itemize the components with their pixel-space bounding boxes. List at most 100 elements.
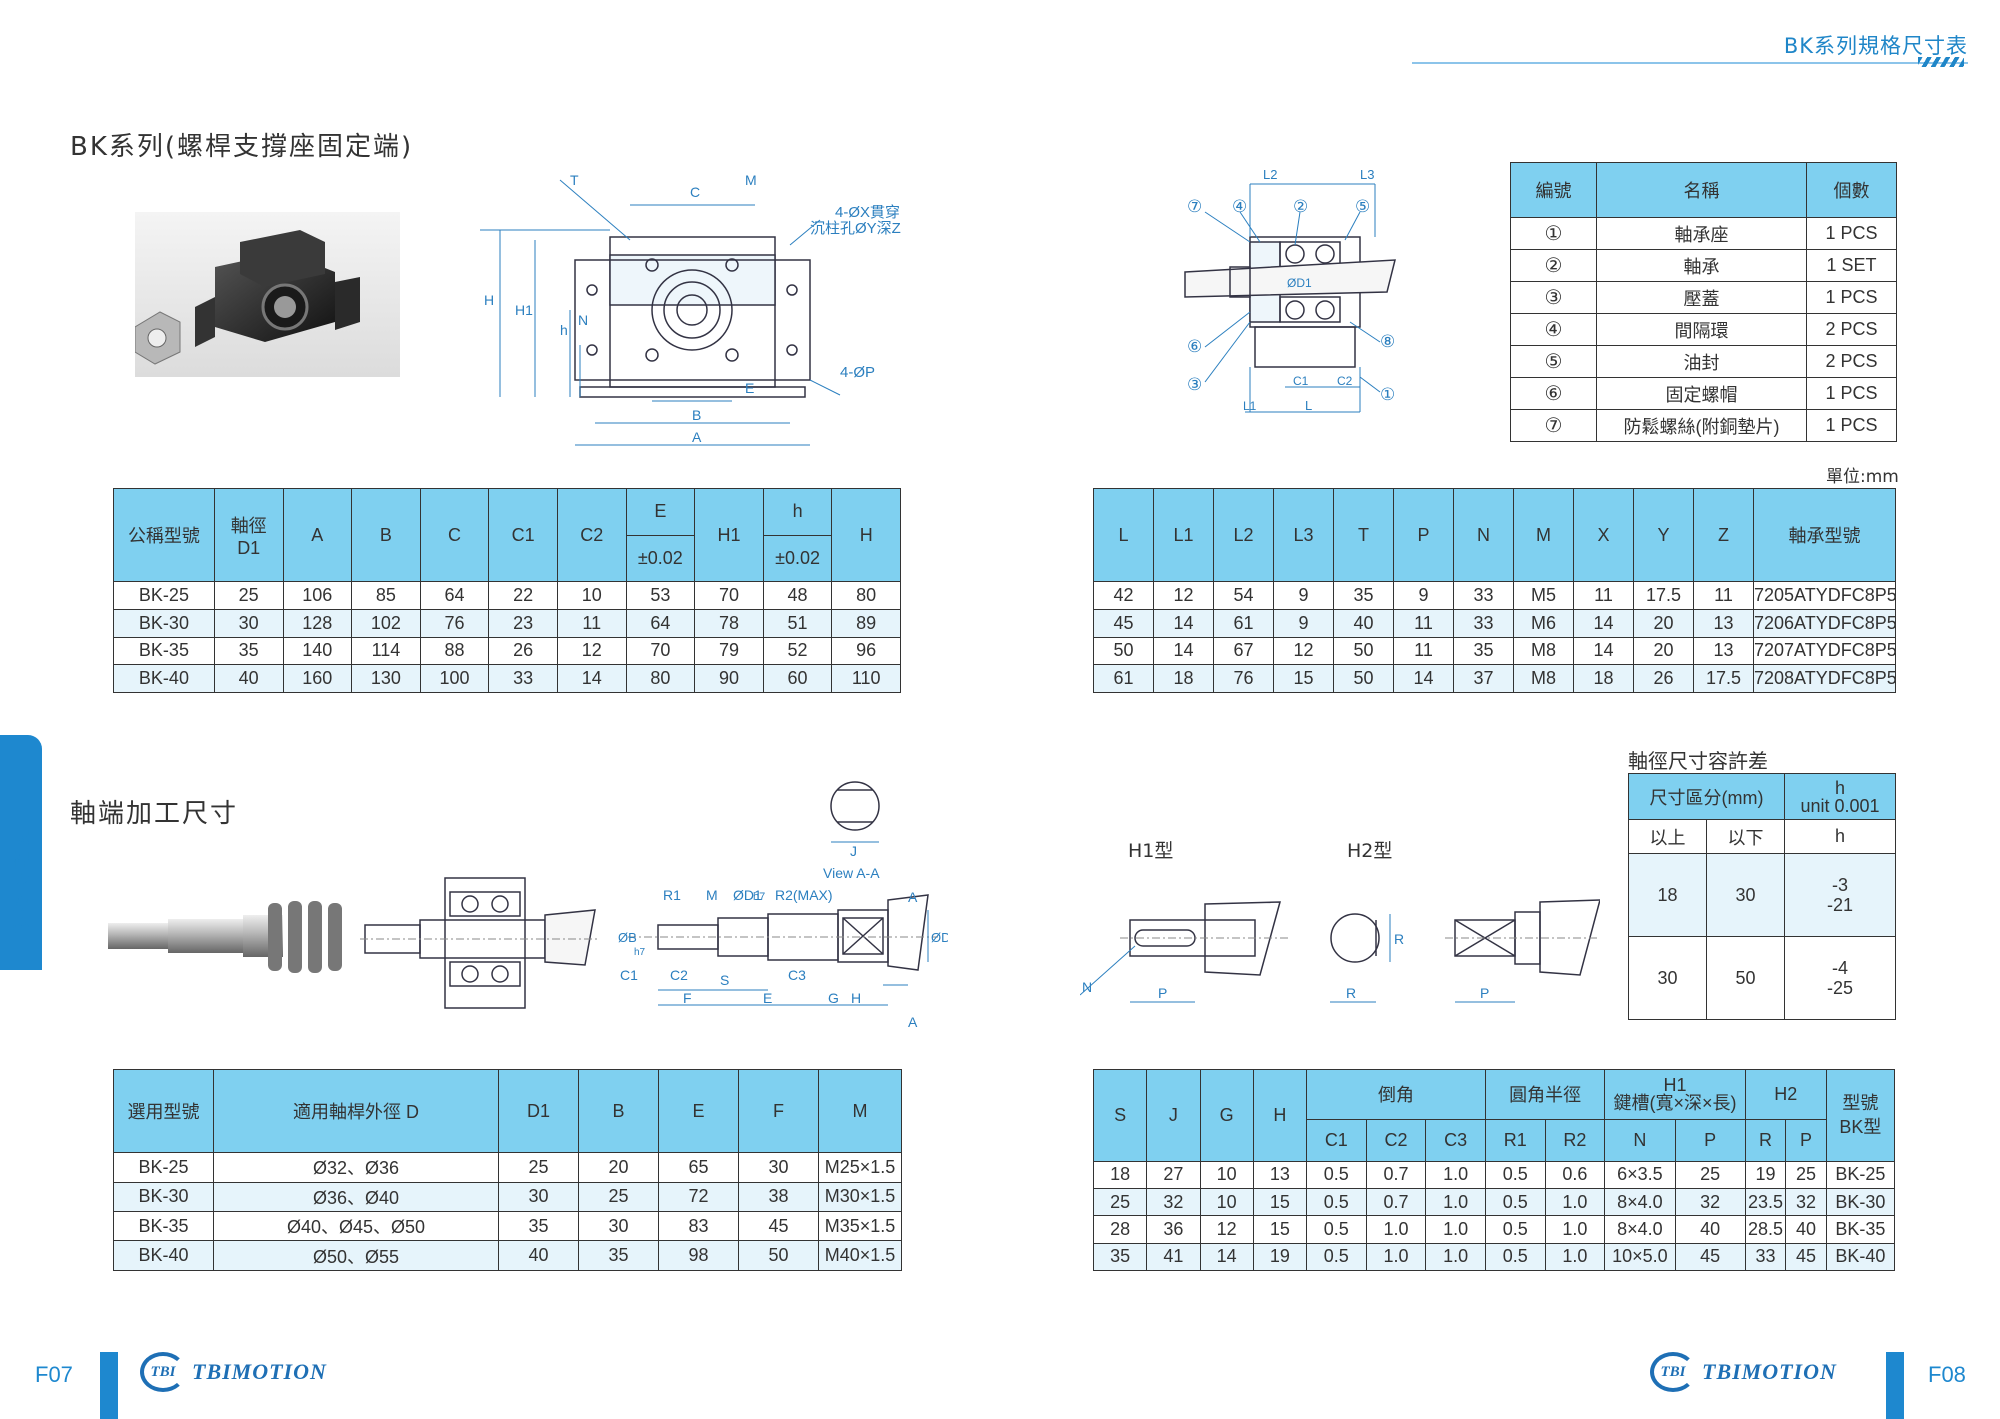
dim-cell: 61 — [1093, 664, 1154, 693]
side-tab[interactable] — [0, 735, 42, 970]
parts-qty: 2 PCS — [1806, 313, 1897, 346]
dim-cell: 12 — [1273, 636, 1334, 666]
shaft-cell: 35 — [578, 1240, 659, 1271]
parts-header-no: 編號 — [1510, 162, 1597, 218]
col-c: C — [419, 487, 490, 583]
col-header: 軸承型號 — [1753, 487, 1896, 583]
tol-header-below: 以下 — [1705, 819, 1786, 854]
shaft-cell: 10 — [1199, 1188, 1254, 1217]
shaft-cell: 0.5 — [1306, 1215, 1367, 1244]
dim-cell: 128 — [282, 608, 353, 638]
parts-no: ② — [1510, 249, 1597, 282]
header-title: BK系列規格尺寸表 — [1783, 34, 1968, 58]
shaft-cell: 27 — [1146, 1160, 1201, 1190]
dim-cell: 14 — [1393, 664, 1454, 693]
view-label-j: J — [850, 843, 857, 856]
shaft-label-r2: R2(MAX) — [775, 887, 833, 903]
shaft-cell: 18 — [1092, 1160, 1148, 1190]
shaft-label-g: G — [828, 990, 839, 1006]
front-label-a: A — [692, 429, 702, 445]
shaft-label-f: F — [683, 990, 692, 1006]
shaft-cell: 65 — [658, 1152, 739, 1183]
front-view-drawing: C M T 4-ØX貫穿 沉柱孔ØY深Z 4-ØP H H1 h N E B A — [480, 172, 901, 446]
parts-no: ④ — [1510, 313, 1597, 346]
col-c1: C1 — [1306, 1118, 1367, 1162]
shaft-cell: Ø40、Ø45、Ø50 — [213, 1210, 499, 1242]
shaft-label-c1: C1 — [620, 967, 638, 983]
key-label-p: P — [1158, 985, 1167, 1001]
h1-type-label: H1型 — [1128, 840, 1174, 862]
brand-name: TBIMOTION — [192, 1359, 327, 1384]
parts-no: ⑦ — [1510, 409, 1597, 442]
dim-cell: 96 — [831, 636, 901, 666]
shaft-cell: 25 — [1785, 1160, 1827, 1190]
page-number-right: F08 — [1928, 1362, 1966, 1387]
callout-3: ③ — [1187, 375, 1202, 394]
dim-cell: 13 — [1693, 608, 1754, 638]
col-header: D1 — [498, 1068, 579, 1154]
dim-cell: 7205ATYDFC8P5 — [1753, 581, 1896, 610]
dim-cell: 7208ATYDFC8P5 — [1753, 664, 1896, 693]
dim-cell: 80 — [831, 581, 901, 610]
dim-cell: 80 — [625, 664, 696, 693]
col-chamfer: 倒角 — [1306, 1069, 1486, 1120]
tbi-logo-icon: TBI — [140, 1352, 186, 1392]
key-label-n: N — [1082, 979, 1092, 995]
tol-header-zone: 尺寸區分(mm) — [1627, 773, 1786, 820]
shaft-cell: 0.5 — [1484, 1188, 1546, 1217]
brand-name: TBIMOTION — [1702, 1359, 1837, 1384]
dim-cell: 23 — [488, 608, 558, 638]
front-label-h: H — [484, 292, 494, 308]
shaft-label-r1: R1 — [663, 887, 681, 903]
col-header: Z — [1693, 487, 1754, 583]
dim-cell: 90 — [694, 664, 764, 693]
shaft-cell: 0.7 — [1365, 1160, 1427, 1190]
dim-cell: 11 — [1393, 636, 1454, 666]
front-label-e: E — [745, 380, 754, 396]
tol-lower: -21 — [1827, 895, 1854, 915]
col-j: J — [1146, 1069, 1201, 1162]
tol-lower: -25 — [1827, 978, 1854, 998]
dim-cell: 70 — [625, 636, 696, 666]
shaft-cell: 30 — [738, 1152, 819, 1183]
dim-cell: 14 — [1153, 608, 1214, 638]
shaft-cell: 40 — [1785, 1215, 1827, 1244]
shaft-label-d1: ØD1 — [733, 887, 762, 903]
dim-cell: 14 — [1153, 636, 1214, 666]
shaft-cell: 38 — [738, 1181, 819, 1212]
shaft-label-b: ØB — [618, 930, 637, 945]
col-c2: C2 — [556, 487, 627, 583]
dim-cell: BK-40 — [113, 664, 215, 693]
col-model-sub: BK型 — [1839, 1117, 1882, 1138]
shaft-cell: 28.5 — [1744, 1215, 1787, 1244]
shaft-cell: 1.0 — [1365, 1215, 1427, 1244]
dim-cell: 11 — [1693, 581, 1754, 610]
col-h: H — [1252, 1069, 1308, 1162]
col-e-tol: ±0.02 — [625, 534, 696, 583]
parts-qty: 2 PCS — [1806, 345, 1897, 378]
dim-cell: 64 — [625, 608, 696, 638]
dim-cell: 9 — [1393, 581, 1454, 610]
side-label-c1: C1 — [1293, 374, 1309, 388]
view-arrow-a-bottom: A — [908, 1014, 918, 1030]
dim-cell: 79 — [694, 636, 764, 666]
col-header: T — [1333, 487, 1394, 583]
dim-cell: 100 — [419, 664, 490, 693]
shaft-cell: 98 — [658, 1240, 739, 1271]
col-header: Y — [1633, 487, 1694, 583]
callout-1: ① — [1380, 385, 1395, 404]
tol-upper: -4 — [1832, 958, 1849, 978]
dim-cell: 160 — [282, 664, 353, 693]
front-label-4p: 4-ØP — [840, 364, 875, 381]
dim-cell: 20 — [1633, 636, 1694, 666]
col-h2-key: H2 — [1744, 1069, 1827, 1120]
dim-cell: 33 — [1453, 608, 1514, 638]
shaft-cell: 40 — [498, 1240, 579, 1271]
dim-cell: 12 — [556, 636, 627, 666]
